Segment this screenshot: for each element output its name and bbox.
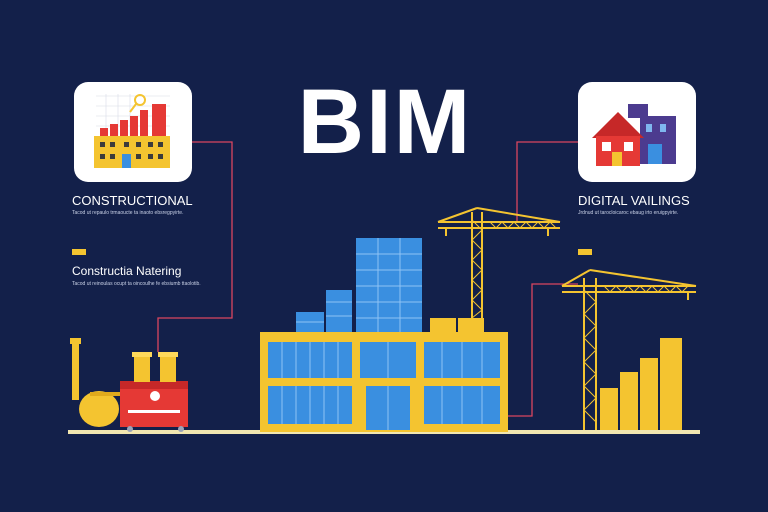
page-title: BIM: [297, 71, 473, 173]
growth-bars: [600, 338, 682, 430]
left-card-heading: CONSTRUCTIONAL: [72, 193, 193, 208]
left-card: [74, 82, 192, 182]
right-card: [578, 82, 696, 182]
building-growth-chart-icon: [94, 94, 170, 168]
left-card-caption: Tacod ut repaulo trmaoucte ta inaoto ebs…: [72, 210, 184, 216]
left-section-heading: Constructia Natering: [72, 264, 182, 278]
houses-icon: [592, 104, 676, 166]
tall-crane: [437, 207, 561, 319]
left-section-caption: Tacod ut reinoulas ocupt ta oincoulhe fe…: [72, 281, 201, 287]
right-marker: [578, 249, 592, 255]
right-card-caption: Jrdnud ut tarocloicaroc ebaug irto eruig…: [578, 210, 679, 216]
pump-machine: [70, 338, 188, 432]
main-building: [260, 238, 508, 432]
right-crane: [561, 269, 697, 430]
left-marker: [72, 249, 86, 255]
right-card-heading: DIGITAL VAILINGS: [578, 193, 690, 208]
